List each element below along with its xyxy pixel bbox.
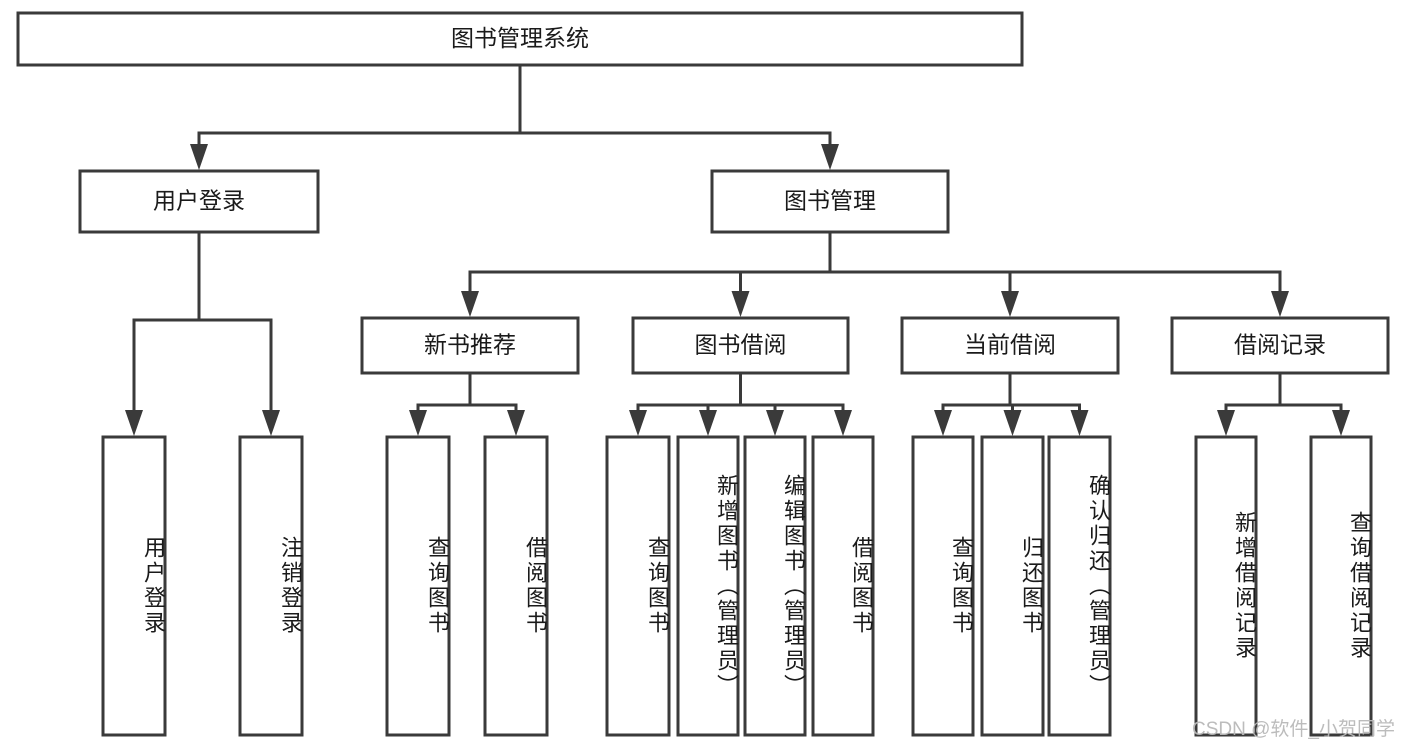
level2-node-box-0[interactable] (78, 169, 320, 234)
arrow-head-icon (821, 144, 839, 170)
leaf-node-box-4[interactable] (605, 435, 671, 737)
arrow-head-icon (699, 410, 717, 436)
arrow-head-icon (409, 410, 427, 436)
arrow-head-icon (190, 144, 208, 170)
arrow-head-icon (507, 410, 525, 436)
arrow-head-icon (1332, 410, 1350, 436)
arrow-head-icon (1003, 410, 1022, 436)
leaf-node-box-8[interactable] (911, 435, 975, 737)
leaf-node-box-11[interactable] (1194, 435, 1258, 737)
level3-node-label-1: 图书借阅 (695, 332, 787, 358)
arrow-head-icon (629, 410, 647, 436)
leaf-node-box-1[interactable] (238, 435, 304, 737)
leaf-node-box-9[interactable] (980, 435, 1045, 737)
csdn-watermark: CSDN @软件_小贺同学 (1192, 719, 1395, 740)
leaf-node-box-5[interactable] (676, 435, 740, 737)
root-node-label: 图书管理系统 (451, 25, 589, 51)
boxes-layer (16, 11, 1390, 737)
leaf-node-box-3[interactable] (483, 435, 549, 737)
arrow-head-icon (766, 410, 784, 436)
arrow-head-icon (834, 410, 852, 436)
leaf-node-box-2[interactable] (385, 435, 451, 737)
arrow-head-icon (1271, 291, 1289, 317)
arrow-head-icon (731, 291, 750, 317)
leaf-node-box-6[interactable] (743, 435, 807, 737)
level3-node-label-3: 借阅记录 (1234, 332, 1326, 358)
arrow-head-icon (934, 410, 952, 436)
arrow-head-icon (125, 410, 143, 436)
root-node-box[interactable] (16, 11, 1024, 67)
level2-node-label-0: 用户登录 (153, 188, 245, 214)
arrow-head-icon (262, 410, 280, 436)
level3-node-box-0[interactable] (360, 316, 580, 375)
leaf-node-box-10[interactable] (1047, 435, 1112, 737)
connectors-layer (125, 63, 1350, 436)
level3-node-box-1[interactable] (631, 316, 850, 375)
level3-node-label-2: 当前借阅 (964, 332, 1056, 358)
arrow-head-icon (1001, 291, 1019, 317)
level3-node-box-2[interactable] (900, 316, 1120, 375)
level3-node-box-3[interactable] (1170, 316, 1390, 375)
leaf-node-box-12[interactable] (1309, 435, 1373, 737)
level2-node-box-1[interactable] (710, 169, 950, 234)
arrow-head-icon (1217, 410, 1235, 436)
leaf-node-box-7[interactable] (811, 435, 875, 737)
arrow-head-icon (461, 291, 479, 317)
arrow-head-icon (1070, 410, 1089, 436)
leaf-node-box-0[interactable] (101, 435, 167, 737)
level3-node-label-0: 新书推荐 (424, 332, 516, 358)
level2-node-label-1: 图书管理 (784, 188, 876, 214)
